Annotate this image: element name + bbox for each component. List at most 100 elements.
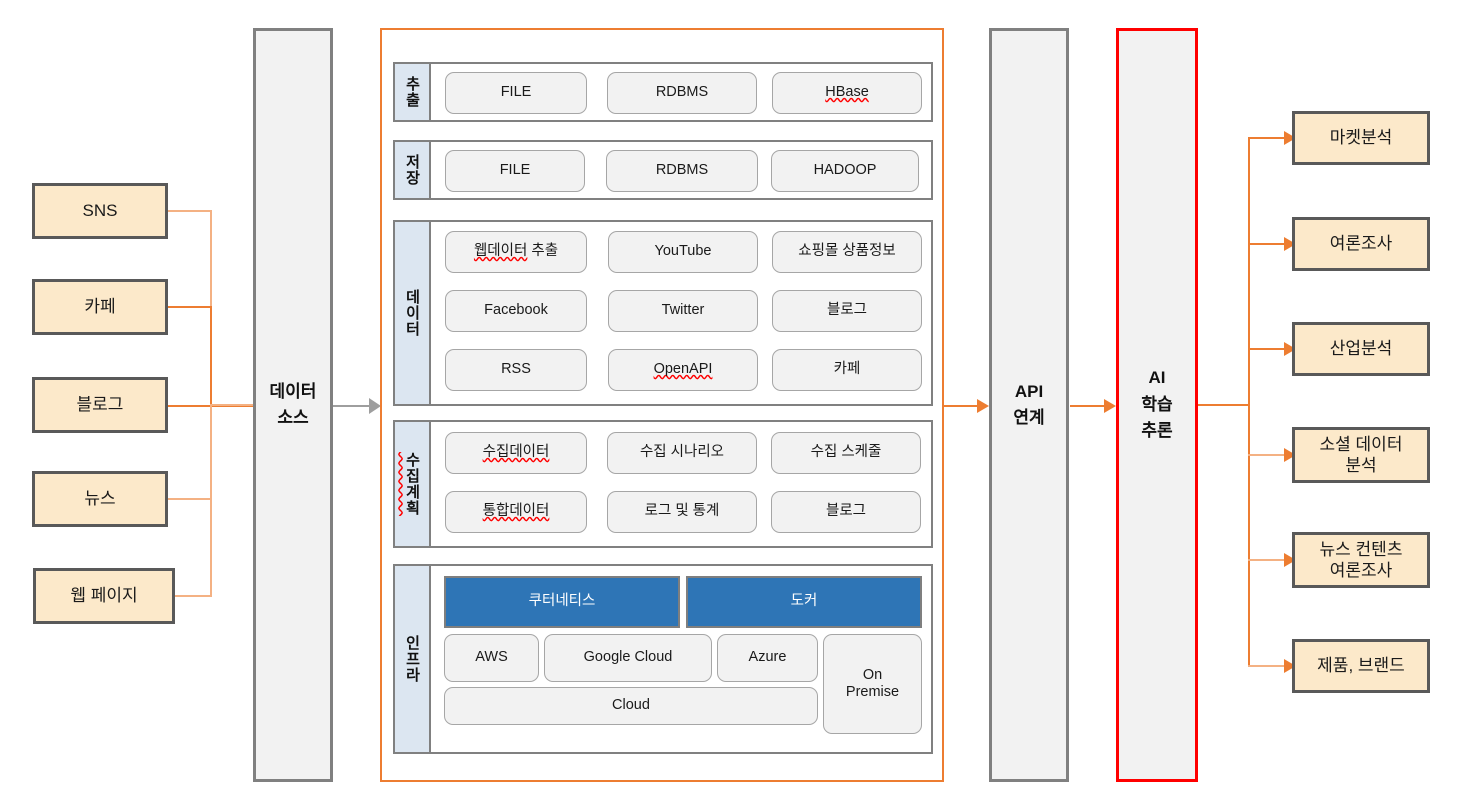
stage-column-data-source[interactable]: 데이터 소스 (253, 28, 333, 782)
chip-infra-on-premise[interactable]: On Premise (823, 634, 922, 734)
chip-data-openapi[interactable]: OpenAPI (608, 349, 758, 391)
connector-outcome-2 (1248, 243, 1284, 245)
chip-data-blog[interactable]: 블로그 (772, 290, 922, 332)
connector-outcome-4 (1248, 454, 1284, 456)
chip-data-youtube[interactable]: YouTube (608, 231, 758, 273)
outcome-label: 여론조사 (1329, 234, 1393, 254)
chip-label: Azure (748, 649, 787, 666)
section-infra: 인프라 쿠터네티스 도커 AWS Google Cloud Azure (393, 564, 933, 754)
chip-plan-log-stats[interactable]: 로그 및 통계 (607, 491, 757, 533)
outcome-box-industry-analysis[interactable]: 산업분석 (1292, 322, 1430, 376)
chip-label: FILE (500, 84, 532, 101)
chip-label: 로그 및 통계 (644, 503, 720, 520)
connector-platform-to-api (944, 405, 977, 407)
source-label: SNS (82, 201, 118, 221)
section-body-collection-plan: 수집데이터 수집 시나리오 수집 스케줄 통합데이터 로그 및 통계 블로그 (431, 422, 931, 546)
chip-infra-aws[interactable]: AWS (444, 634, 539, 682)
outcome-label: 마켓분석 (1329, 128, 1393, 148)
source-box-sns[interactable]: SNS (32, 183, 168, 239)
connector-outcome-trunk (1248, 138, 1250, 666)
connector-webpage-horizontal (175, 595, 212, 597)
connector-api-to-ai (1070, 405, 1104, 407)
stage-column-ai[interactable]: AI 학습 추론 (1116, 28, 1198, 782)
chip-label: Google Cloud (583, 649, 673, 666)
connector-cafe-horizontal (168, 306, 212, 308)
chip-extract-hbase[interactable]: HBase (772, 72, 922, 114)
chip-plan-schedule[interactable]: 수집 스케줄 (771, 432, 921, 474)
chip-label: 수집데이터 (482, 444, 550, 461)
source-label: 블로그 (76, 395, 124, 415)
connector-cafe-vertical (210, 306, 212, 406)
outcome-label: 산업분석 (1329, 339, 1393, 359)
ai-line3: 추론 (1141, 421, 1173, 441)
connector-sources-trunk (210, 404, 256, 406)
section-label-collection-plan: 수집계획 (395, 422, 431, 546)
chip-infra-azure[interactable]: Azure (717, 634, 818, 682)
ai-line1: AI (1148, 368, 1166, 388)
chip-label: RSS (501, 361, 531, 378)
chip-label: On Premise (845, 666, 900, 700)
chip-plan-scenario[interactable]: 수집 시나리오 (607, 432, 757, 474)
connector-outcome-6 (1248, 665, 1284, 667)
chip-data-twitter[interactable]: Twitter (608, 290, 758, 332)
chip-label: 통합데이터 (482, 503, 550, 520)
source-box-blog[interactable]: 블로그 (32, 377, 168, 433)
chip-plan-integrated-data[interactable]: 통합데이터 (445, 491, 587, 533)
section-body-storage: FILE RDBMS HADOOP (431, 142, 931, 198)
chip-extract-rdbms[interactable]: RDBMS (607, 72, 757, 114)
api-line1: API (1014, 381, 1044, 401)
chip-label: Cloud (612, 697, 650, 714)
chip-infra-kubernetes[interactable]: 쿠터네티스 (444, 576, 680, 628)
chip-storage-hadoop[interactable]: HADOOP (771, 150, 919, 192)
chip-plan-collected-data[interactable]: 수집데이터 (445, 432, 587, 474)
outcome-box-product-brand[interactable]: 제품, 브랜드 (1292, 639, 1430, 693)
source-box-cafe[interactable]: 카페 (32, 279, 168, 335)
connector-news-horizontal (168, 498, 212, 500)
outcome-box-market-analysis[interactable]: 마켓분석 (1292, 111, 1430, 165)
section-data: 데이터 웹데이터 추출 YouTube 쇼핑몰 상품정보 Facebook Tw… (393, 220, 933, 406)
section-body-infra: 쿠터네티스 도커 AWS Google Cloud Azure On Premi… (431, 566, 931, 752)
chip-label: 수집 시나리오 (639, 444, 725, 461)
connector-source-to-platform (333, 405, 369, 407)
connector-outcome-1 (1248, 137, 1284, 139)
connector-outcome-5 (1248, 559, 1284, 561)
outcome-box-social-data-analysis[interactable]: 소셜 데이터 분석 (1292, 427, 1430, 483)
chip-infra-cloud[interactable]: Cloud (444, 687, 818, 725)
chip-label: HBase (825, 84, 869, 101)
chip-label: 수집 스케줄 (810, 444, 882, 461)
chip-storage-file[interactable]: FILE (445, 150, 585, 192)
source-box-webpage[interactable]: 웹 페이지 (33, 568, 175, 624)
source-label: 웹 페이지 (70, 586, 138, 606)
platform-panel: 추출 FILE RDBMS HBase 저장 FILE (380, 28, 944, 782)
section-label-storage: 저장 (395, 142, 431, 198)
connector-sns-horizontal (168, 210, 212, 212)
section-body-extract: FILE RDBMS HBase (431, 64, 931, 120)
chip-extract-file[interactable]: FILE (445, 72, 587, 114)
connector-webpage-vertical (210, 405, 212, 597)
outcome-box-news-content-survey[interactable]: 뉴스 컨텐츠 여론조사 (1292, 532, 1430, 588)
chip-data-web-extract[interactable]: 웹데이터 추출 (445, 231, 587, 273)
chip-label: 쿠터네티스 (528, 593, 596, 610)
chip-infra-docker[interactable]: 도커 (686, 576, 922, 628)
chip-storage-rdbms[interactable]: RDBMS (606, 150, 758, 192)
chip-label: AWS (475, 649, 508, 666)
ai-line2: 학습 (1141, 394, 1173, 414)
chip-label: HADOOP (813, 162, 877, 179)
data-source-line1: 데이터 (269, 381, 317, 401)
chip-data-rss[interactable]: RSS (445, 349, 587, 391)
chip-label: 블로그 (825, 503, 867, 520)
chip-label: 블로그 (826, 302, 868, 319)
chip-data-cafe[interactable]: 카페 (772, 349, 922, 391)
chip-data-facebook[interactable]: Facebook (445, 290, 587, 332)
chip-data-shopping-product-info[interactable]: 쇼핑몰 상품정보 (772, 231, 922, 273)
stage-column-api[interactable]: API 연계 (989, 28, 1069, 782)
outcome-box-public-opinion-survey[interactable]: 여론조사 (1292, 217, 1430, 271)
outcome-label: 뉴스 컨텐츠 여론조사 (1319, 539, 1403, 580)
outcome-label: 소셜 데이터 분석 (1319, 434, 1403, 475)
chip-plan-blog[interactable]: 블로그 (771, 491, 921, 533)
chip-label: 도커 (790, 593, 818, 610)
source-box-news[interactable]: 뉴스 (32, 471, 168, 527)
api-line2: 연계 (1013, 408, 1045, 427)
chip-infra-google-cloud[interactable]: Google Cloud (544, 634, 712, 682)
